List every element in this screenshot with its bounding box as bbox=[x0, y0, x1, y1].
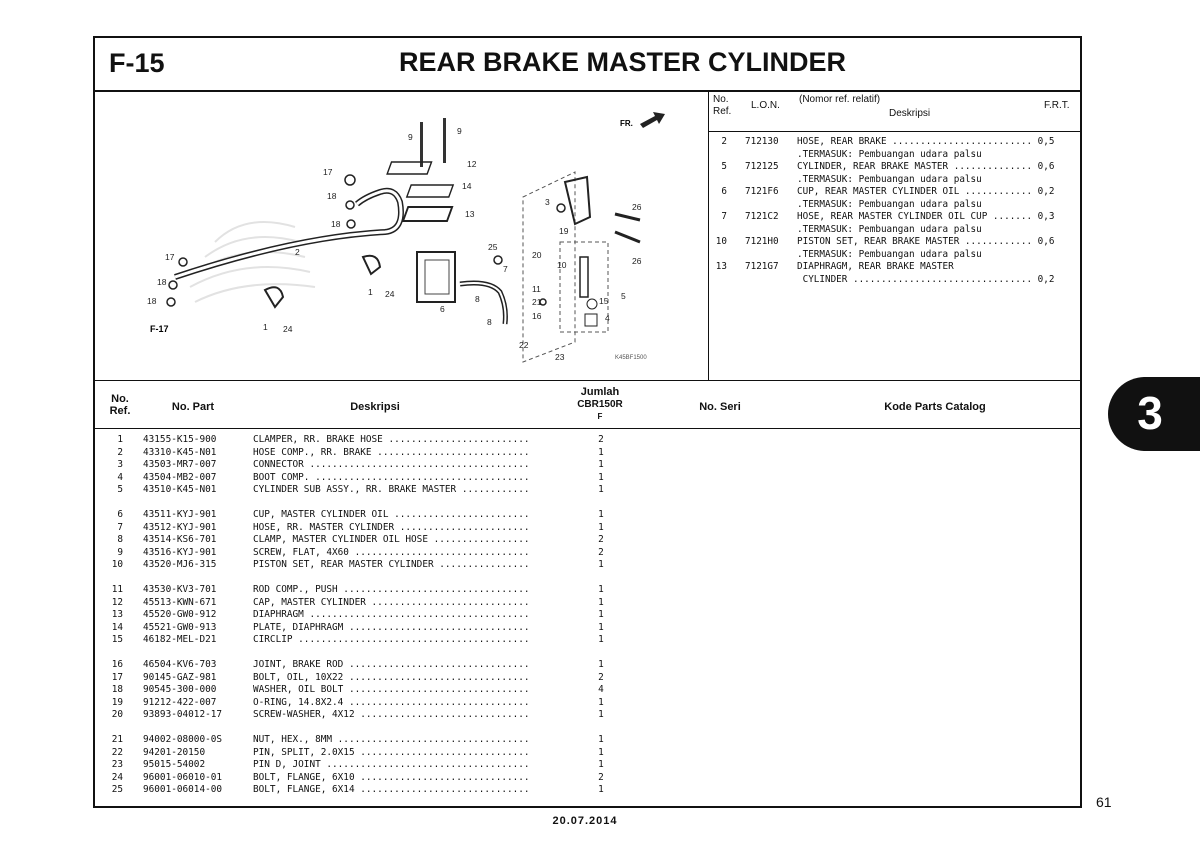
callout-number: 8 bbox=[487, 317, 492, 327]
diagram-svg: FR. F-17 K45BF1500 991214131718181718182… bbox=[147, 112, 665, 363]
master-cylinder bbox=[563, 175, 592, 226]
callout-number: 18 bbox=[331, 219, 341, 229]
print-date: 20.07.2014 bbox=[552, 815, 618, 827]
callout-number: 4 bbox=[605, 313, 610, 323]
callout-number: 6 bbox=[440, 304, 445, 314]
brand-watermark bbox=[189, 221, 316, 303]
col-catalog-code: Kode Parts Catalog bbox=[884, 401, 986, 413]
callout-number: 19 bbox=[559, 226, 569, 236]
callout-number: 18 bbox=[147, 296, 157, 306]
chapter-tab: 3 bbox=[1108, 377, 1200, 451]
callout-number: 17 bbox=[323, 167, 333, 177]
front-arrow-icon bbox=[640, 112, 665, 128]
callout-number: 2 bbox=[295, 247, 300, 257]
callout-number: 15 bbox=[599, 296, 609, 306]
ref-head-lon: L.O.N. bbox=[751, 100, 780, 111]
section-code: F-15 bbox=[109, 48, 165, 78]
callout-number: 3 bbox=[545, 197, 550, 207]
callout-number: 1 bbox=[368, 287, 373, 297]
ref-label: F-17 bbox=[150, 324, 169, 334]
ref-head-frt: F.R.T. bbox=[1044, 100, 1070, 111]
ref-relative-table: No.Ref. L.O.N. (Nomor ref. relatif) Desk… bbox=[709, 92, 1080, 381]
callout-number: 1 bbox=[263, 322, 268, 332]
callout-number: 9 bbox=[408, 132, 413, 142]
col-description: Deskripsi bbox=[350, 401, 400, 413]
callout-number: 23 bbox=[555, 352, 565, 362]
page-title: REAR BRAKE MASTER CYLINDER bbox=[398, 47, 847, 77]
page-header: F-15 REAR BRAKE MASTER CYLINDER bbox=[95, 38, 1080, 92]
callout-number: 5 bbox=[621, 291, 626, 301]
reservoir-cap bbox=[386, 161, 433, 175]
ref-head-nomor: (Nomor ref. relatif) bbox=[799, 94, 881, 105]
col-no-ref: No.Ref. bbox=[109, 393, 131, 417]
callout-number: 18 bbox=[327, 191, 337, 201]
callout-number: 12 bbox=[467, 159, 477, 169]
oil-cup bbox=[416, 251, 456, 303]
callout-number: 18 bbox=[157, 277, 167, 287]
callout-number: 22 bbox=[519, 340, 529, 350]
callout-number: 14 bbox=[462, 181, 472, 191]
callout-number: 24 bbox=[283, 324, 293, 334]
callout-number: 8 bbox=[475, 294, 480, 304]
direction-label: FR. bbox=[620, 119, 633, 128]
catalog-frame: F-15 REAR BRAKE MASTER CYLINDER bbox=[93, 36, 1082, 808]
callout-number: 9 bbox=[457, 126, 462, 136]
callout-number: 24 bbox=[385, 289, 395, 299]
callout-number: 17 bbox=[165, 252, 175, 262]
callout-number: 26 bbox=[632, 202, 642, 212]
col-part-number: No. Part bbox=[171, 401, 215, 413]
callout-number: 13 bbox=[465, 209, 475, 219]
callout-number: 26 bbox=[632, 256, 642, 266]
callout-number: 11 bbox=[532, 284, 541, 294]
callout-number: 16 bbox=[532, 311, 542, 321]
ref-head-deskripsi: Deskripsi bbox=[889, 108, 931, 119]
ref-head-no: No.Ref. bbox=[713, 94, 732, 117]
callout-number: 20 bbox=[532, 250, 542, 260]
callout-number: 21 bbox=[532, 297, 542, 307]
diagram-code: K45BF1500 bbox=[615, 355, 647, 361]
col-serial: No. Seri bbox=[699, 401, 741, 413]
callout-number: 7 bbox=[503, 264, 508, 274]
callout-number: 25 bbox=[488, 242, 498, 252]
callout-number: 10 bbox=[557, 260, 567, 270]
page-number: 61 bbox=[1096, 794, 1112, 810]
